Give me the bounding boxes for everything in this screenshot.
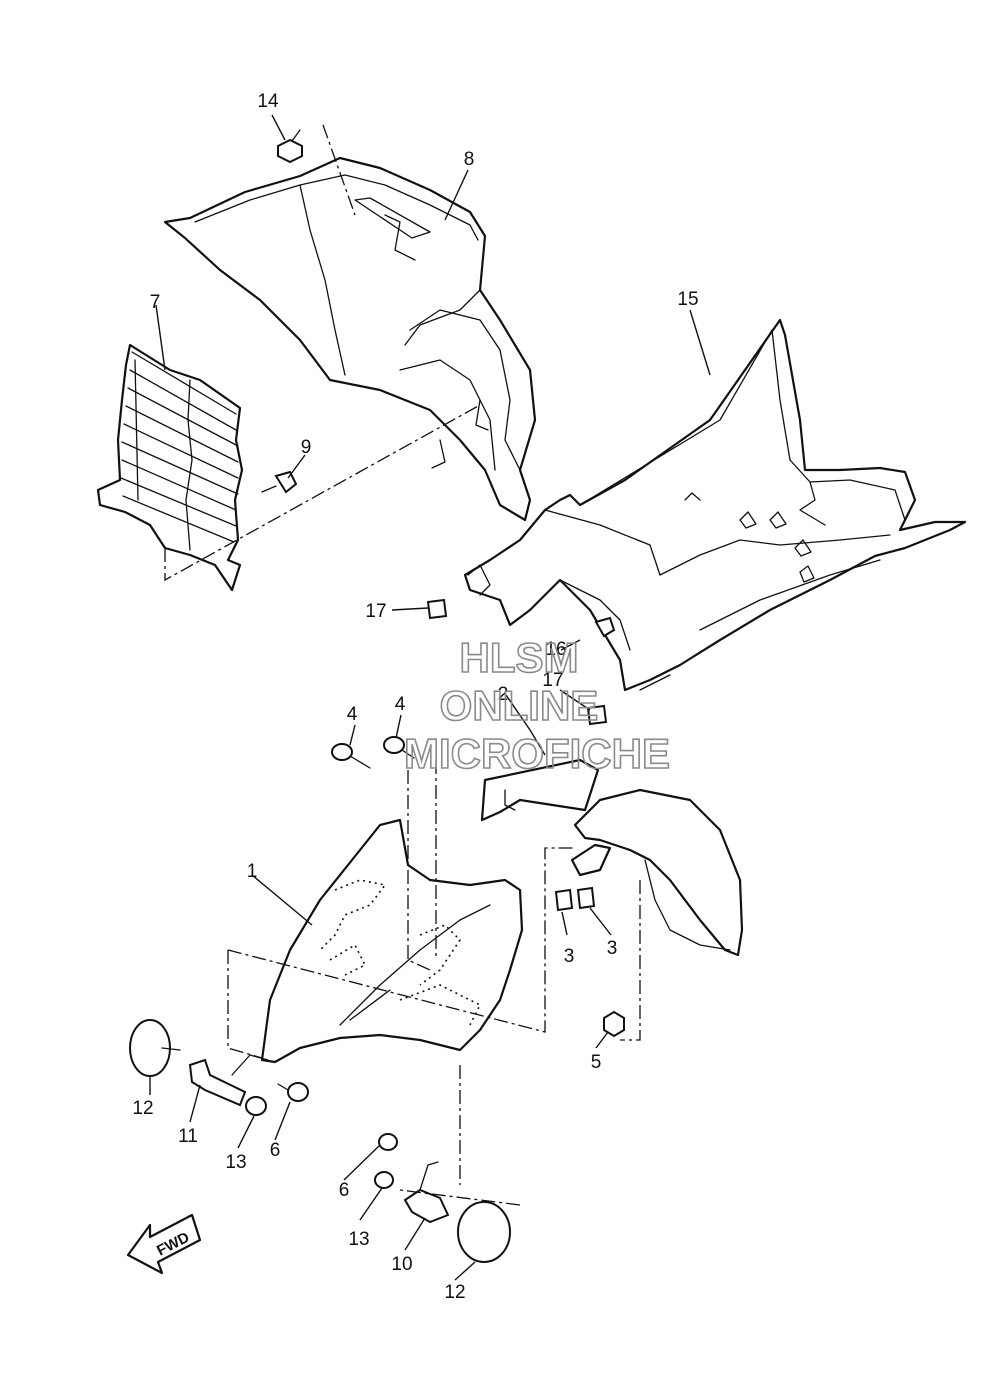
- callout-4-left: 4: [347, 704, 358, 725]
- callout-6-right: 6: [339, 1180, 350, 1201]
- part-5-bolt[interactable]: [603, 1010, 625, 1038]
- callout-3-left: 3: [564, 946, 575, 967]
- part-4-bolt-right[interactable]: [383, 736, 415, 759]
- part-14-bolt[interactable]: [277, 129, 303, 164]
- callout-labels: 1 2 3 3 4 4 5 6 6 7 8 9 10 11 12 12 13 1…: [132, 91, 698, 1303]
- callout-9: 9: [301, 437, 312, 458]
- part-16-screw[interactable]: [594, 616, 616, 638]
- part-9-screw[interactable]: [261, 470, 298, 494]
- callout-12-right: 12: [444, 1282, 465, 1303]
- callout-17-lower: 17: [542, 670, 563, 691]
- part-13-nut-right[interactable]: [374, 1171, 394, 1189]
- watermark-line-1: HLSM: [460, 634, 579, 681]
- callout-3-right: 3: [607, 938, 618, 959]
- leader-lines: [149, 114, 711, 1281]
- callout-7: 7: [150, 292, 161, 313]
- part-2-inner-fender[interactable]: [480, 758, 744, 957]
- callout-13-right: 13: [348, 1229, 369, 1250]
- callout-16: 16: [545, 639, 566, 660]
- watermark-line-3: MICROFICHE: [404, 730, 670, 777]
- forward-direction-arrow: FWD: [126, 1213, 202, 1275]
- watermark: HLSM ONLINE MICROFICHE: [403, 633, 671, 778]
- callout-4-right: 4: [395, 694, 406, 715]
- callout-11: 11: [178, 1126, 198, 1147]
- part-4-bolt-left[interactable]: [331, 743, 371, 769]
- watermark-line-2: ONLINE: [440, 682, 599, 729]
- callout-15: 15: [677, 289, 698, 310]
- part-6-bolt-right[interactable]: [378, 1133, 398, 1151]
- part-3-clip-left[interactable]: [554, 888, 574, 912]
- callout-12-left: 12: [132, 1098, 153, 1119]
- part-11-bracket-left[interactable]: [188, 1054, 269, 1107]
- part-8-front-cover[interactable]: [163, 156, 537, 522]
- part-6-bolt-left[interactable]: [277, 1082, 309, 1102]
- part-12-reflector-right[interactable]: [457, 1201, 511, 1263]
- callout-6-left: 6: [270, 1140, 281, 1161]
- callout-2: 2: [498, 684, 509, 705]
- callout-10: 10: [391, 1254, 412, 1275]
- part-17-nut-lower[interactable]: [586, 704, 608, 726]
- callout-14: 14: [257, 91, 279, 112]
- part-7-grille[interactable]: [96, 343, 244, 592]
- part-17-nut-upper[interactable]: [426, 598, 448, 620]
- callout-13-left: 13: [225, 1152, 246, 1173]
- part-15-leg-shield[interactable]: [463, 318, 967, 692]
- part-1-front-fender[interactable]: [260, 818, 524, 1064]
- callout-17-upper: 17: [365, 601, 386, 622]
- part-12-reflector-left[interactable]: [129, 1019, 181, 1077]
- callout-1: 1: [247, 861, 258, 882]
- part-10-bracket-right[interactable]: [403, 1161, 450, 1224]
- callout-8: 8: [464, 149, 475, 170]
- assembly-lines: [164, 124, 641, 1206]
- part-3-clip-right[interactable]: [576, 886, 596, 910]
- callout-5: 5: [591, 1052, 602, 1073]
- part-13-nut-left[interactable]: [245, 1096, 267, 1116]
